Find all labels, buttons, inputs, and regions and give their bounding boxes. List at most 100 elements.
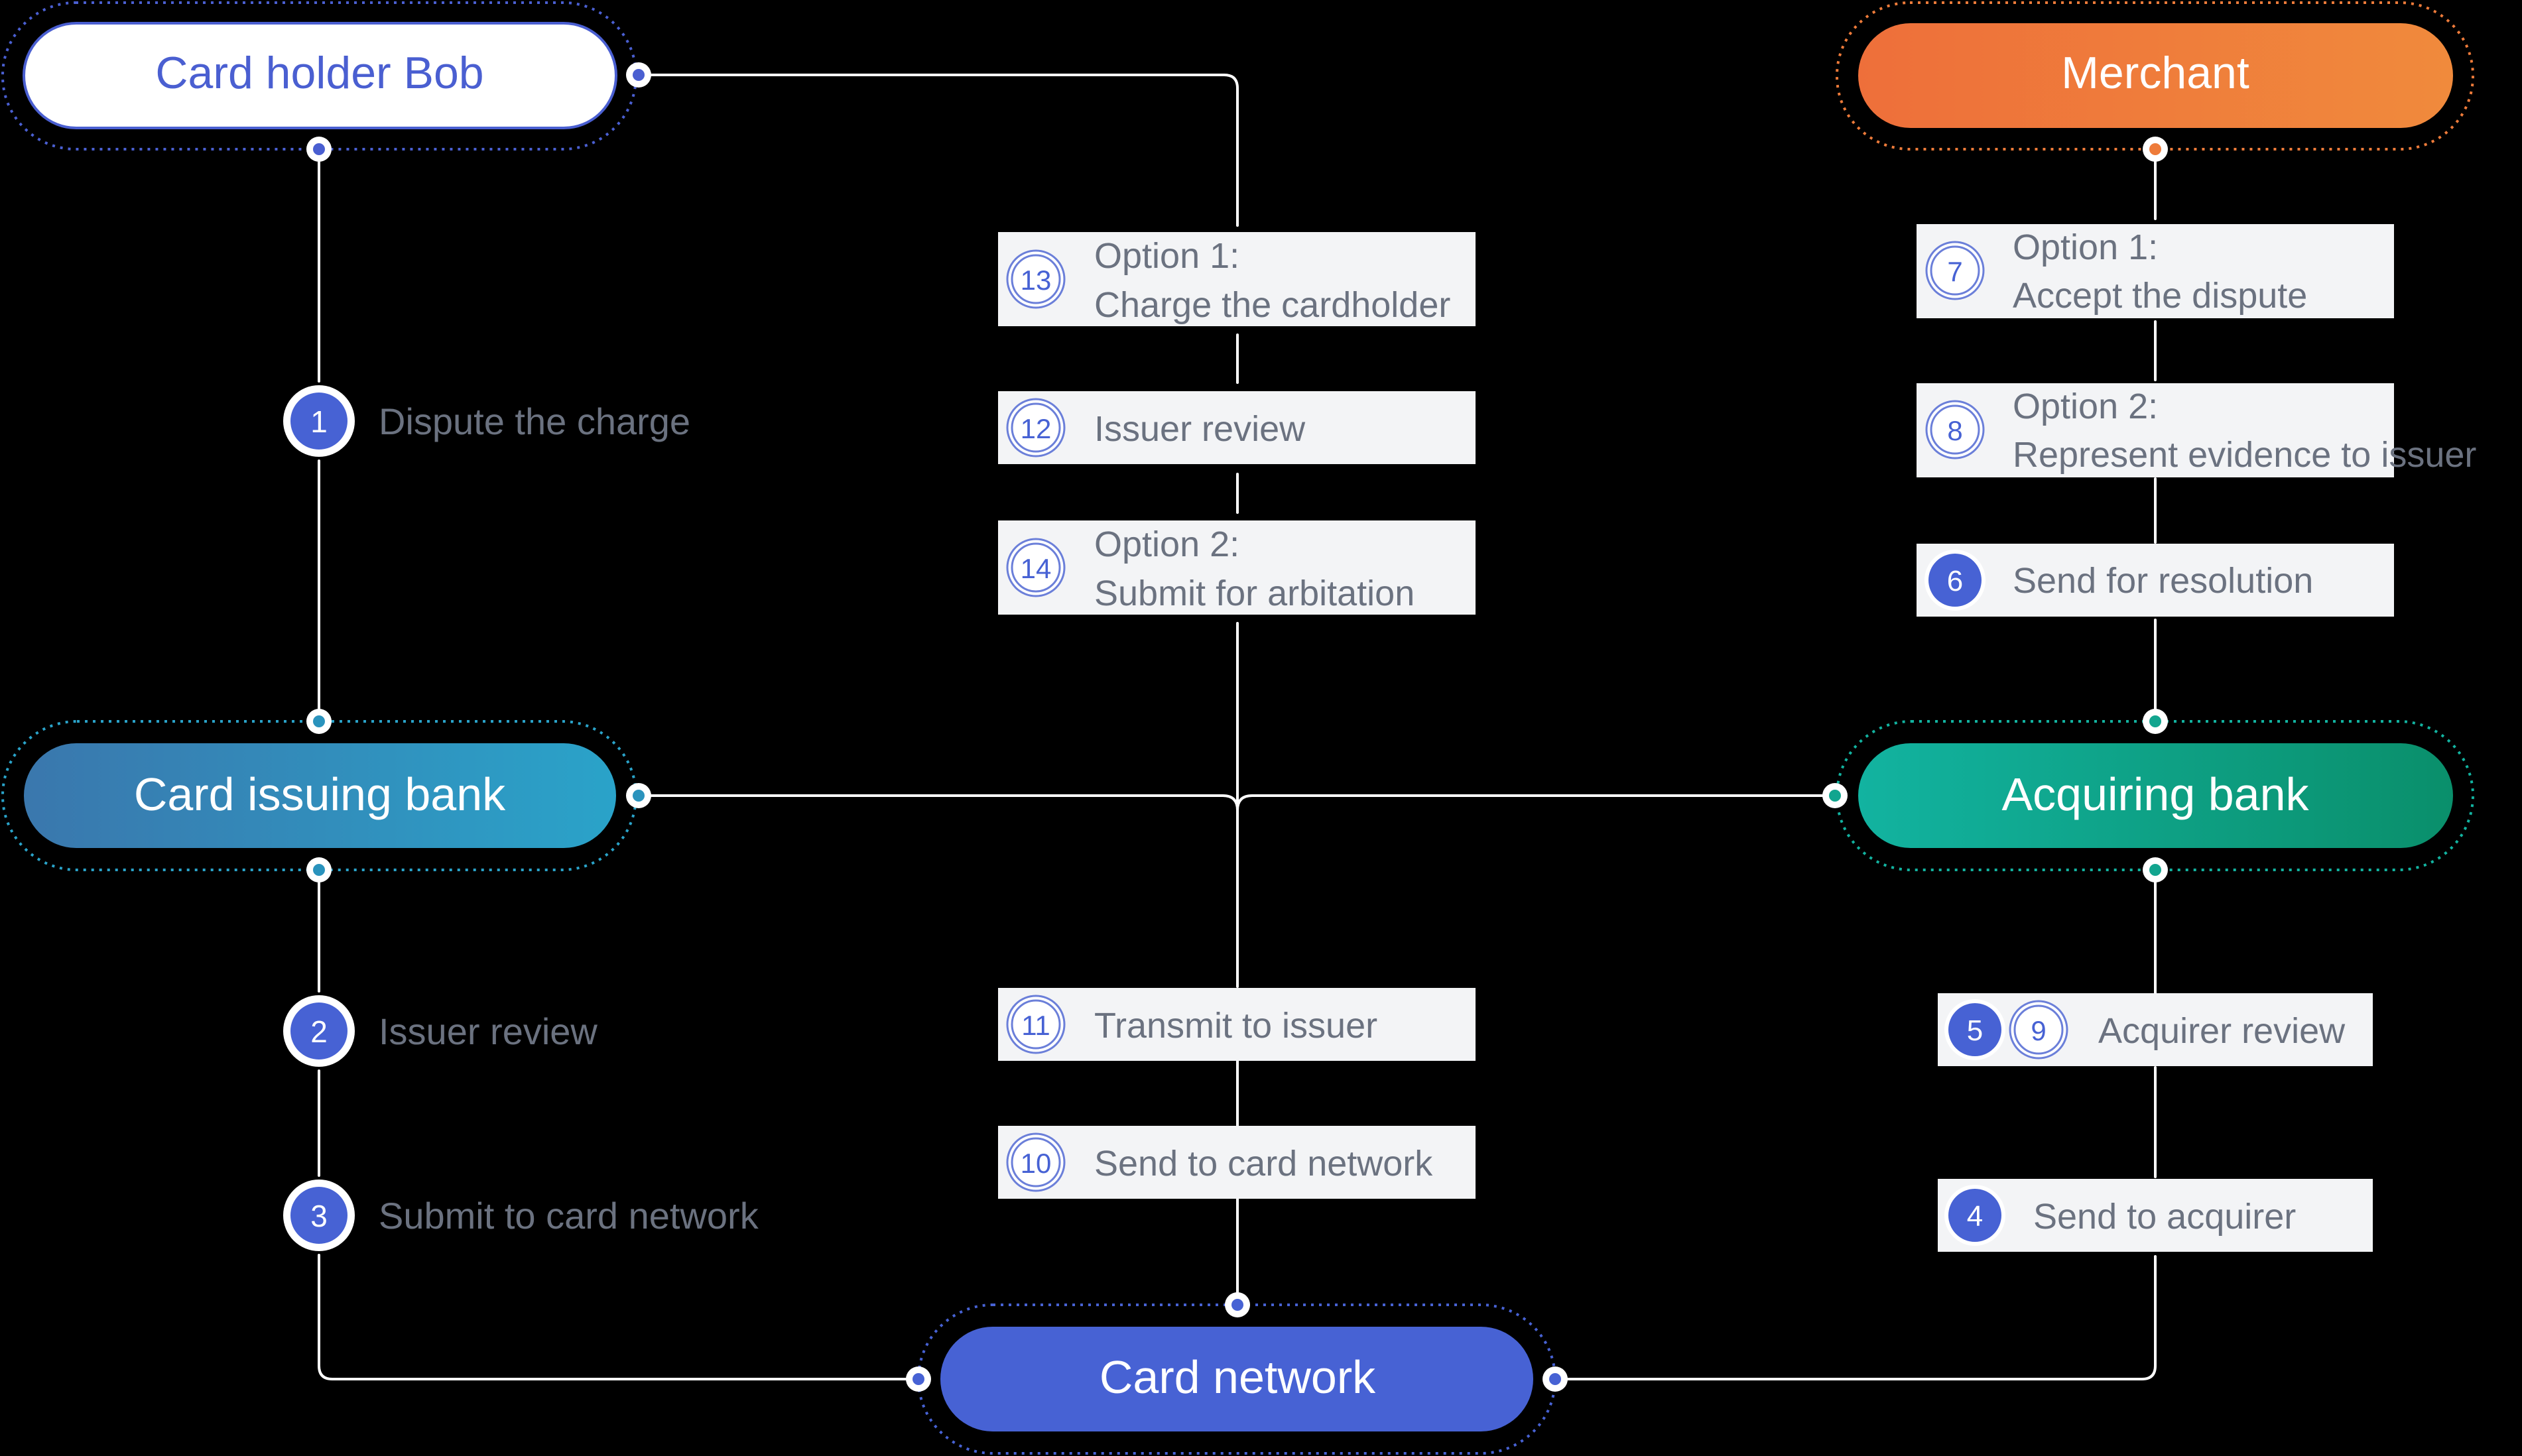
merchant-pill xyxy=(1858,23,2453,128)
step-badge-outline xyxy=(1006,538,1066,597)
step-number: 13 xyxy=(1021,265,1052,296)
port-acquiring-top xyxy=(2143,709,2168,734)
step-number: 4 xyxy=(1967,1200,1983,1233)
left-step-2: 2 Issuer review xyxy=(283,995,598,1067)
step-badge-outline xyxy=(1006,1132,1066,1192)
step-box xyxy=(1917,383,2394,477)
port-network-right xyxy=(1543,1366,1568,1392)
step-badge xyxy=(290,1002,347,1060)
center-step-10: 10 Send to card network xyxy=(998,1126,1476,1199)
step-number: 8 xyxy=(1947,415,1962,446)
acquiring-bank-label: Acquiring bank xyxy=(2001,768,2309,820)
step-label-line1: Send for resolution xyxy=(2013,561,2313,601)
step-label-line1: Option 2: xyxy=(2013,387,2158,426)
step-badge-outline xyxy=(2009,1000,2068,1060)
step-number: 14 xyxy=(1021,553,1052,584)
step-badge xyxy=(1948,1189,2001,1242)
step-badge xyxy=(1928,554,1982,607)
center-step-11: 11 Transmit to issuer xyxy=(998,988,1476,1061)
step-box xyxy=(998,520,1476,615)
step-badge xyxy=(290,1187,347,1244)
step-badge-outline xyxy=(1006,249,1066,309)
step-box xyxy=(998,232,1476,326)
step-box xyxy=(998,1126,1476,1199)
connectors xyxy=(318,74,2157,1380)
node-acquiring-bank: Acquiring bank xyxy=(1836,720,2474,871)
connector-step4-to-network xyxy=(1554,1255,2157,1380)
step-number: 10 xyxy=(1021,1148,1052,1179)
step-badge-outline xyxy=(1925,400,1985,459)
port-network-left xyxy=(906,1366,931,1392)
step-number: 6 xyxy=(1947,565,1963,597)
step-number: 1 xyxy=(310,404,328,439)
card-holder-label: Card holder Bob xyxy=(155,48,483,98)
port-issuing-top xyxy=(306,709,332,734)
step-number: 5 xyxy=(1967,1014,1983,1047)
step-label-line1: Acquirer review xyxy=(2098,1011,2346,1051)
left-step-1: 1 Dispute the charge xyxy=(283,385,690,457)
step-badge-inner-ring xyxy=(1011,254,1061,304)
step-badge-inner-ring xyxy=(1011,999,1061,1050)
node-card-network: Card network xyxy=(917,1304,1556,1455)
node-card-holder: Card holder Bob xyxy=(1,1,637,151)
step-badge xyxy=(1948,1003,2001,1056)
step-label-line1: Send to card network xyxy=(1094,1144,1433,1183)
step-box xyxy=(998,391,1476,464)
port-acquiring-bottom xyxy=(2143,857,2168,882)
step-badge-outline xyxy=(1925,241,1985,300)
left-step-3: 3 Submit to card network xyxy=(283,1180,759,1251)
card-network-pill xyxy=(940,1327,1533,1431)
connector-acquiring-bus xyxy=(1236,794,1836,812)
step-number: 3 xyxy=(310,1199,328,1233)
connector-cardholder-to-center xyxy=(637,74,1239,227)
step-box xyxy=(1917,224,2394,318)
step-label-line1: Option 1: xyxy=(1094,236,1239,276)
step-label-line2: Represent evidence to issuer xyxy=(2013,435,2476,475)
port-issuing-bottom xyxy=(306,857,332,882)
card-holder-pill xyxy=(23,22,617,129)
step-number: 7 xyxy=(1947,256,1962,287)
step-badge-outline xyxy=(1006,398,1066,457)
step-badge xyxy=(290,393,347,450)
step-badge-inner-ring xyxy=(1930,404,1980,455)
ports xyxy=(306,62,2168,1392)
port-cardholder-bottom xyxy=(306,137,332,162)
step-badge-outline xyxy=(1006,995,1066,1054)
step-label-line1: Issuer review xyxy=(1094,409,1306,449)
step-label-line2: Charge the cardholder xyxy=(1094,285,1450,325)
step-label-line2: Accept the dispute xyxy=(2013,276,2307,316)
step-badge-inner-ring xyxy=(1011,1137,1061,1187)
right-step-6: 6 Send for resolution xyxy=(1917,544,2394,617)
node-issuing-bank: Card issuing bank xyxy=(1,720,637,871)
card-network-label: Card network xyxy=(1100,1351,1376,1403)
step-label-line1: Option 2: xyxy=(1094,524,1239,564)
step-badge-inner-ring xyxy=(1011,542,1061,593)
right-step-7: 7 Option 1: Accept the dispute xyxy=(1917,224,2394,318)
issuing-bank-label: Card issuing bank xyxy=(134,768,506,820)
port-merchant-bottom xyxy=(2143,137,2168,162)
step-badge-inner-ring xyxy=(1011,402,1061,453)
step-badge-inner-ring xyxy=(1930,245,1980,296)
acquiring-bank-pill xyxy=(1858,743,2453,848)
issuing-bank-pill xyxy=(24,743,616,848)
step-label: Submit to card network xyxy=(379,1195,759,1237)
center-step-14: 14 Option 2: Submit for arbitation xyxy=(998,520,1476,615)
merchant-label: Merchant xyxy=(2061,48,2249,98)
step-box xyxy=(998,988,1476,1061)
card-network-dotted-outline xyxy=(917,1304,1556,1455)
step-badge-inner-ring xyxy=(2013,1004,2064,1055)
step-number-secondary: 9 xyxy=(2031,1015,2046,1046)
right-step-8: 8 Option 2: Represent evidence to issuer xyxy=(1917,383,2476,477)
step-box xyxy=(1938,1179,2373,1252)
step-label: Issuer review xyxy=(379,1010,598,1052)
port-issuing-right xyxy=(626,783,651,808)
connector-issuing-bus xyxy=(637,794,1239,812)
right-step-5-9: 5 9 Acquirer review xyxy=(1938,993,2373,1066)
step-label-line1: Send to acquirer xyxy=(2033,1197,2296,1237)
center-step-12: 12 Issuer review xyxy=(998,391,1476,464)
right-step-4: 4 Send to acquirer xyxy=(1938,1179,2373,1252)
step-number: 2 xyxy=(310,1014,328,1049)
step-label-line1: Option 1: xyxy=(2013,227,2158,267)
